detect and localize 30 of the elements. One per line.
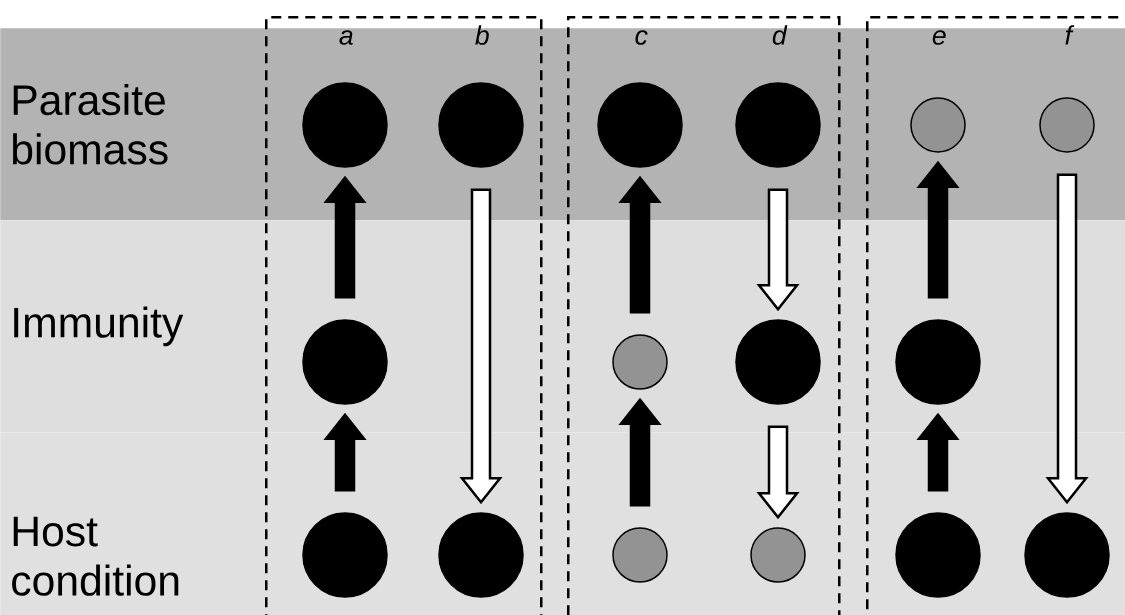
circle	[302, 512, 388, 598]
circle	[612, 334, 668, 390]
circle	[597, 82, 683, 168]
circle	[438, 82, 524, 168]
circle	[302, 82, 388, 168]
circle	[910, 97, 966, 153]
node-label: Host condition	[12, 516, 179, 596]
arrow	[916, 412, 960, 492]
group-frame: a b	[265, 16, 543, 615]
circle	[895, 319, 981, 405]
group-frame: c d	[567, 16, 841, 615]
circle	[735, 319, 821, 405]
arrow	[618, 175, 662, 314]
circle	[735, 82, 821, 168]
circle	[1039, 97, 1095, 153]
circle	[895, 512, 981, 598]
arrow	[323, 412, 367, 492]
arrow	[1045, 173, 1089, 505]
circle	[438, 512, 524, 598]
arrow	[618, 397, 662, 507]
circle	[1024, 512, 1110, 598]
circle	[302, 319, 388, 405]
circle	[750, 527, 806, 583]
arrow	[916, 160, 960, 299]
arrow	[756, 188, 800, 312]
arrow	[756, 425, 800, 520]
node-label: Immunity	[14, 306, 184, 347]
arrow	[459, 188, 503, 505]
circle	[612, 527, 668, 583]
arrow	[323, 175, 367, 299]
